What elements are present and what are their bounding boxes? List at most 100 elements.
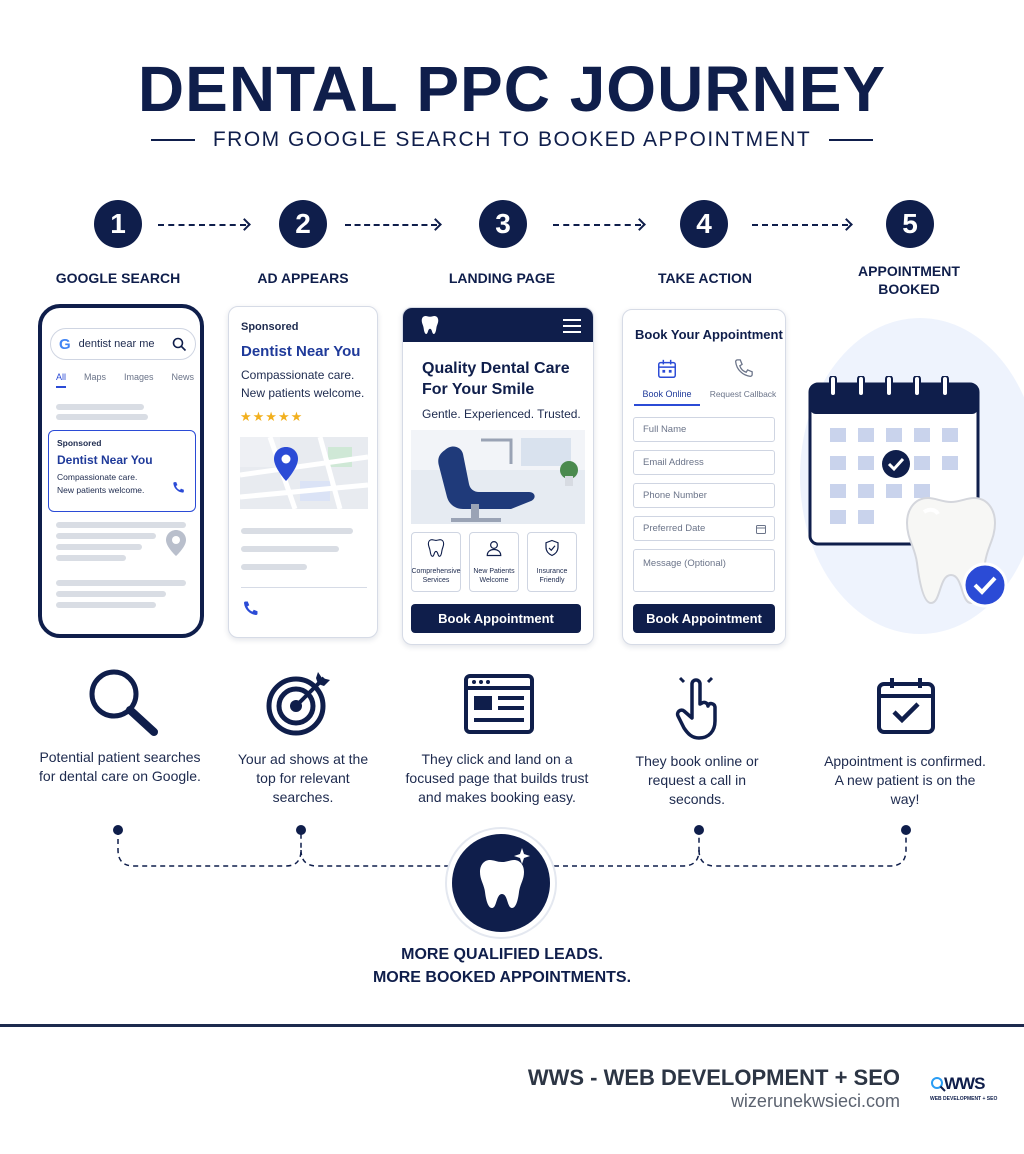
tab-all[interactable]: All: [56, 372, 67, 388]
placeholder-line: [241, 546, 339, 552]
menu-icon[interactable]: [563, 319, 581, 333]
google-g-icon: G: [59, 335, 71, 353]
phone-ad-title[interactable]: Dentist Near You: [57, 453, 153, 467]
booking-form: Book Your Appointment Book Online Reques…: [622, 309, 786, 645]
feature-label: Friendly: [539, 577, 565, 584]
phone-ad-line2: New patients welcome.: [57, 485, 145, 495]
ad-title[interactable]: Dentist Near You: [241, 343, 361, 360]
feature-label: New Patients: [473, 568, 515, 575]
subtitle-row: FROM GOOGLE SEARCH TO BOOKED APPOINTMENT: [0, 128, 1024, 152]
step-1-circle: 1: [94, 200, 142, 248]
ad-line2: New patients welcome.: [241, 386, 365, 400]
brand-logo: WWS WEB DEVELOPMENT + SEO: [928, 1074, 998, 1110]
tab-book-online-label: Book Online: [642, 389, 692, 399]
tab-news[interactable]: News: [171, 372, 195, 382]
tab-request-callback[interactable]: Request Callback: [707, 358, 779, 406]
check-badge-icon: [962, 562, 1008, 608]
subtitle-rule-right: [829, 139, 874, 141]
tab-maps[interactable]: Maps: [84, 372, 107, 382]
step-5-circle: 5: [886, 200, 934, 248]
step-5-label: APPOINTMENT BOOKED: [858, 263, 960, 297]
map-thumbnail: [240, 437, 368, 509]
search-tabs: All Maps Images News: [56, 372, 194, 388]
phone-ad-sponsored: Sponsored: [57, 438, 102, 448]
full-name-field[interactable]: Full Name: [633, 417, 775, 442]
phone-mockup: G dentist near me All Maps Images News S…: [38, 304, 204, 638]
step-4-label: TAKE ACTION: [657, 270, 753, 286]
placeholder-line: [56, 414, 148, 420]
placeholder-line: [56, 404, 144, 410]
magnifier-icon: [89, 669, 158, 736]
step-3-description: They click and land on a focused page th…: [405, 751, 589, 805]
preferred-date-field[interactable]: Preferred Date: [633, 516, 775, 541]
placeholder-line: [241, 528, 353, 534]
page-subtitle: FROM GOOGLE SEARCH TO BOOKED APPOINTMENT: [212, 128, 812, 151]
feature-label: Services: [422, 577, 450, 584]
target-icon: [266, 672, 330, 736]
arrow-head-1-2: [238, 218, 251, 231]
feature-label: Comprehensive: [411, 568, 461, 575]
tab-request-callback-label: Request Callback: [709, 389, 777, 399]
search-bar[interactable]: G dentist near me: [50, 328, 196, 360]
page-title: DENTAL PPC JOURNEY: [137, 53, 887, 125]
tab-images[interactable]: Images: [124, 372, 154, 382]
arrow-head-2-3: [429, 218, 442, 231]
map-pin-icon: [166, 530, 186, 556]
tooth-outline-icon: [427, 539, 445, 557]
sparkle-icon: [514, 848, 530, 864]
landing-features: Comprehensive Services New Patients Welc…: [411, 532, 577, 592]
leads-message-line2: MORE BOOKED APPOINTMENTS.: [372, 969, 632, 986]
step-1-label: GOOGLE SEARCH: [55, 270, 181, 286]
step-4-circle: 4: [680, 200, 728, 248]
brand-url[interactable]: wizerunekwsieci.com: [730, 1091, 900, 1111]
phone-ad-line1: Compassionate care.: [57, 472, 138, 482]
placeholder-line: [56, 555, 126, 561]
landing-tagline: Gentle. Experienced. Trusted.: [422, 407, 581, 421]
step-3-circle: 3: [479, 200, 527, 248]
phone-outline-icon: [735, 359, 753, 377]
landing-page-mockup: Quality Dental Care For Your Smile Gentl…: [402, 307, 594, 645]
search-input[interactable]: dentist near me: [78, 338, 155, 350]
tooth-icon: [480, 860, 524, 908]
shield-check-icon: [545, 539, 559, 557]
call-icon[interactable]: [241, 600, 259, 618]
phone-call-icon[interactable]: [171, 481, 185, 495]
arrow-head-4-5: [840, 218, 853, 231]
center-tooth-badge: [452, 834, 550, 932]
brand-name: WWS - WEB DEVELOPMENT + SEO: [527, 1065, 900, 1090]
logo-text: WWS: [944, 1074, 985, 1093]
step-5-description: Appointment is confirmed. A new patient …: [824, 753, 986, 807]
feature-new-patients: New Patients Welcome: [469, 532, 519, 592]
connector-lines: [117, 830, 907, 867]
tab-book-online[interactable]: Book Online: [634, 358, 700, 406]
search-icon[interactable]: [172, 337, 187, 352]
feature-label: Insurance: [536, 568, 568, 575]
feature-comprehensive: Comprehensive Services: [411, 532, 461, 592]
person-icon: [486, 541, 502, 557]
phone-ad-result[interactable]: Sponsored Dentist Near You Compassionate…: [48, 430, 196, 512]
form-book-button[interactable]: Book Appointment: [633, 604, 775, 633]
feature-insurance: Insurance Friendly: [527, 532, 577, 592]
connector-dot-2: [296, 825, 306, 835]
date-picker-icon[interactable]: [755, 523, 767, 535]
ad-sponsored: Sponsored: [241, 321, 299, 333]
message-field[interactable]: Message (Optional): [633, 549, 775, 592]
email-field[interactable]: Email Address: [633, 450, 775, 475]
placeholder-line: [56, 544, 142, 550]
divider: [241, 587, 367, 588]
landing-headline-2: For Your Smile: [422, 381, 535, 398]
landing-book-button[interactable]: Book Appointment: [411, 604, 581, 633]
placeholder-line: [56, 591, 166, 597]
dental-chair-image: [411, 430, 585, 524]
logo-subtext: WEB DEVELOPMENT + SEO: [930, 1096, 998, 1102]
webpage-icon: [464, 674, 534, 734]
arrow-3-4: [553, 224, 641, 226]
subtitle-rule-left: [150, 139, 195, 141]
phone-field[interactable]: Phone Number: [633, 483, 775, 508]
calendar-check-icon: [877, 678, 935, 734]
preferred-date-placeholder: Preferred Date: [643, 523, 706, 534]
arrow-2-3: [345, 224, 437, 226]
landing-nav: [403, 308, 593, 342]
step-2-label: AD APPEARS: [257, 270, 349, 286]
arrow-head-3-4: [633, 218, 646, 231]
